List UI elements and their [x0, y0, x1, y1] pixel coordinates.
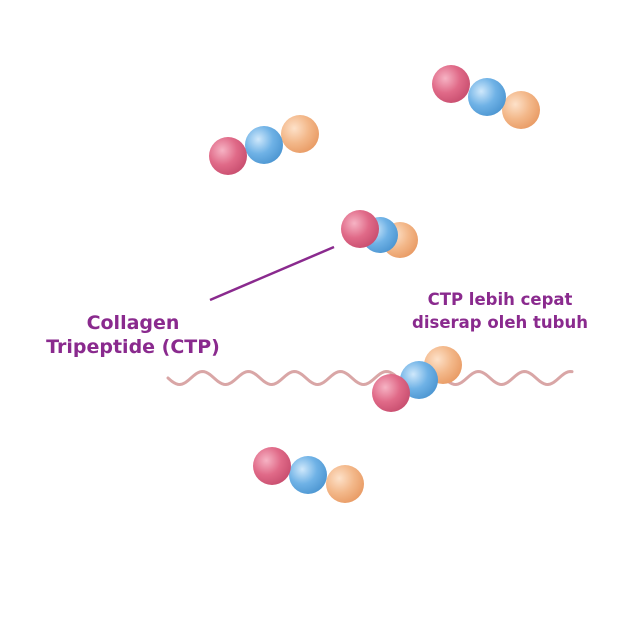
tripeptide-molecule-crossing-membrane: [372, 346, 462, 412]
pink-bead: [341, 210, 379, 248]
peach-bead: [326, 465, 364, 503]
ctp-name-label-line1: Collagen: [87, 312, 180, 334]
ctp-name-label-line2: Tripeptide (CTP): [46, 336, 220, 358]
blue-bead: [245, 126, 283, 164]
blue-bead: [468, 78, 506, 116]
pink-bead: [253, 447, 291, 485]
tripeptide-molecule-center: [341, 210, 418, 258]
absorption-label-line2: diserap oleh tubuh: [412, 313, 588, 332]
tripeptide-molecule-upper-left: [209, 115, 319, 175]
membrane-wave: [166, 370, 574, 386]
pointer-line: [209, 245, 335, 302]
blue-bead: [289, 456, 327, 494]
absorption-label-line1: CTP lebih cepat: [428, 290, 573, 309]
peach-bead: [281, 115, 319, 153]
tripeptide-molecule-bottom: [253, 447, 364, 503]
pink-bead: [432, 65, 470, 103]
peach-bead: [502, 91, 540, 129]
tripeptide-molecule-top-right: [432, 65, 540, 129]
pink-bead: [209, 137, 247, 175]
pink-bead: [372, 374, 410, 412]
